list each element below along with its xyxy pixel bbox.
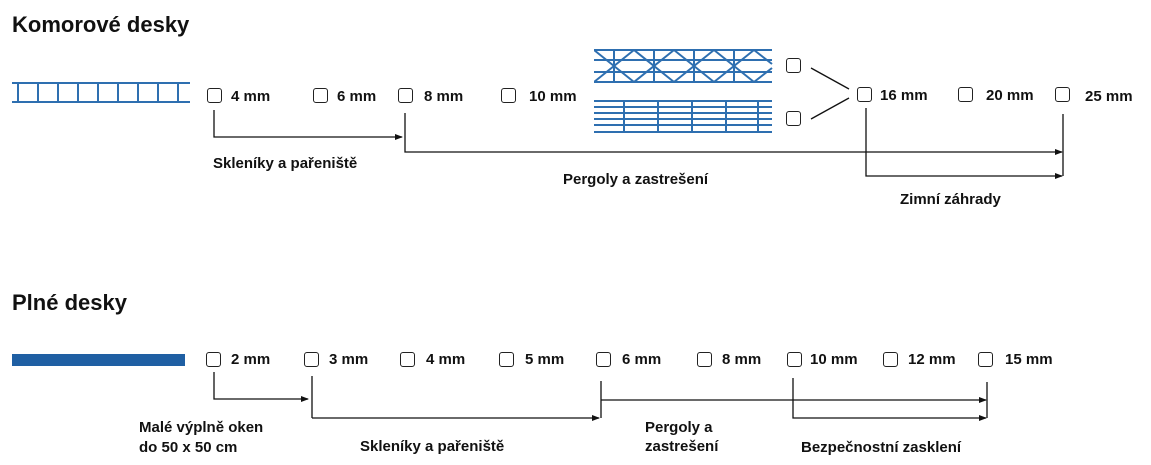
use-solid-pergolas-line2: zastrešení [645,438,719,455]
label-6mm: 6 mm [337,88,377,105]
arrow-safety-glazing [792,378,987,421]
use-winter-gardens: Zimní záhrady [900,191,1001,208]
use-solid-greenhouses: Skleníky a pařeniště [360,438,505,455]
label-10mm: 10 mm [529,88,577,105]
label-12mm: 12 mm [908,351,956,368]
checkbox-16mm-x-structure[interactable] [786,58,801,73]
use-solid-pergolas-line1: Pergoly a [645,419,713,436]
checkbox-16mm[interactable] [857,87,872,102]
checkbox-solid-4mm[interactable] [400,352,415,367]
checkbox-4mm[interactable] [207,88,222,103]
label-solid-8mm: 8 mm [722,351,762,368]
arrow-greenhouses [213,110,403,140]
checkbox-3mm[interactable] [304,352,319,367]
label-8mm: 8 mm [424,88,464,105]
checkbox-25mm[interactable] [1055,87,1070,102]
solid-panel-image [12,354,185,366]
checkbox-20mm[interactable] [958,87,973,102]
checkbox-8mm[interactable] [398,88,413,103]
use-safety-glazing: Bezpečnostní zasklení [801,439,962,456]
solid-section-title: Plné desky [12,290,127,315]
label-25mm: 25 mm [1085,88,1133,105]
checkbox-2mm[interactable] [206,352,221,367]
checkbox-solid-8mm[interactable] [697,352,712,367]
label-2mm: 2 mm [231,351,271,368]
arrow-winter-gardens [865,108,1063,179]
checkbox-16mm-multiwall[interactable] [786,111,801,126]
checkbox-12mm[interactable] [883,352,898,367]
checkbox-15mm[interactable] [978,352,993,367]
label-solid-10mm: 10 mm [810,351,858,368]
checkbox-solid-6mm[interactable] [596,352,611,367]
x-structure-panel-image [594,49,773,83]
arrow-pergolas [404,113,1063,155]
label-solid-6mm: 6 mm [622,351,662,368]
use-small-windows-line2: do 50 x 50 cm [139,439,238,456]
label-20mm: 20 mm [986,87,1034,104]
checkbox-10mm[interactable] [501,88,516,103]
multiwall-panel-image [594,100,772,133]
label-solid-4mm: 4 mm [426,351,466,368]
label-3mm: 3 mm [329,351,369,368]
arrow-small-windows [213,372,309,402]
label-16mm: 16 mm [880,87,928,104]
label-4mm: 4 mm [231,88,271,105]
label-5mm: 5 mm [525,351,565,368]
chamber-panel-image [12,82,190,103]
checkbox-5mm[interactable] [499,352,514,367]
use-small-windows-line1: Malé výplně oken [139,419,264,436]
use-pergolas: Pergoly a zastrešení [563,171,709,188]
use-greenhouses: Skleníky a pařeniště [213,155,358,172]
checkbox-6mm[interactable] [313,88,328,103]
label-15mm: 15 mm [1005,351,1053,368]
checkbox-solid-10mm[interactable] [787,352,802,367]
chamber-section-title: Komorové desky [12,12,190,37]
